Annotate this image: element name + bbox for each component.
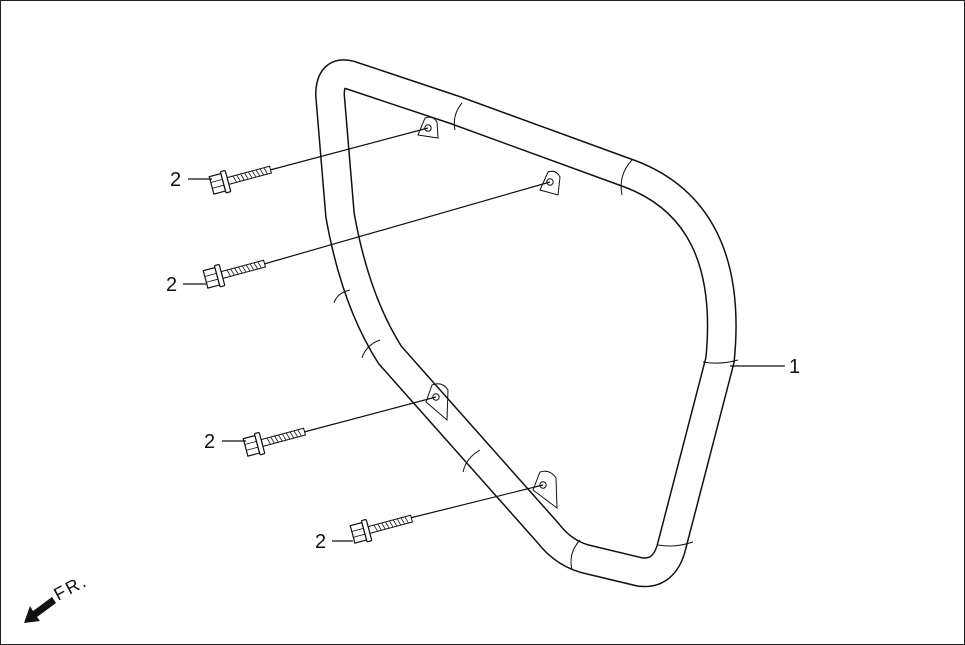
arrow-down-left-icon <box>24 597 56 623</box>
callout-bolt-1: 2 <box>170 169 181 191</box>
bolt-leader-lines <box>263 127 551 519</box>
flange-bolt <box>208 165 273 195</box>
guard-frame <box>315 59 739 588</box>
callout-leaders <box>183 178 785 542</box>
flange-bolt <box>202 259 267 289</box>
callout-frame: 1 <box>789 356 800 378</box>
front-direction-label: FR. <box>50 570 90 604</box>
front-direction-indicator: FR. <box>24 570 91 623</box>
callout-bolt-4: 2 <box>315 531 326 553</box>
flange-bolt <box>349 514 414 544</box>
callout-bolt-2: 2 <box>166 274 177 296</box>
callout-bolt-3: 2 <box>204 431 215 453</box>
flange-bolt <box>242 427 307 457</box>
